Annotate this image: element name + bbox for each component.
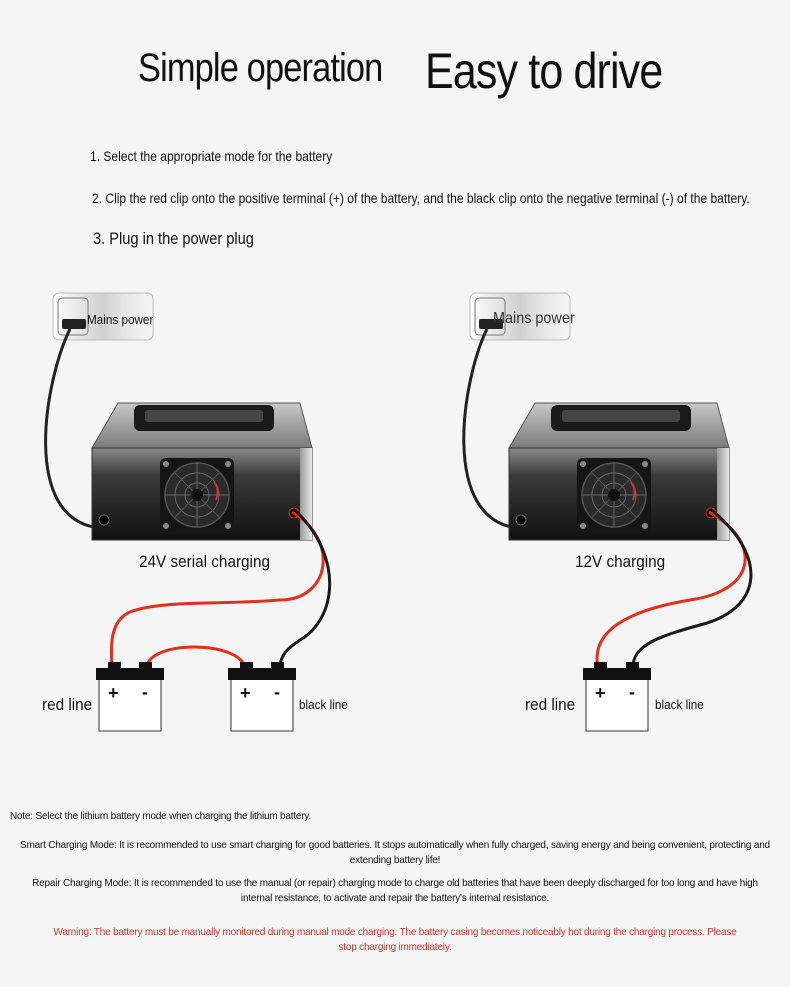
note-warning: Warning: The battery must be manually mo… bbox=[53, 926, 737, 953]
left-diagram bbox=[44, 292, 332, 732]
right-caption-12v: 12V charging bbox=[575, 552, 666, 571]
left-caption-24v: 24V serial charging bbox=[139, 552, 270, 571]
left-power-cord bbox=[44, 328, 101, 530]
left-red-line-label: red line bbox=[42, 695, 93, 714]
right-mains-power-label: Mains power bbox=[493, 310, 575, 327]
right-battery bbox=[583, 662, 651, 732]
note-lithium: Note: Select the lithium battery mode wh… bbox=[10, 810, 312, 822]
right-power-cord bbox=[462, 328, 519, 530]
left-black-line-label: black line bbox=[299, 697, 348, 712]
left-battery-2-plus: + bbox=[240, 683, 251, 703]
right-battery-plus: + bbox=[595, 683, 606, 703]
right-black-wire bbox=[631, 510, 753, 669]
left-series-link-wire bbox=[145, 645, 247, 669]
left-red-wire bbox=[109, 510, 325, 669]
right-diagram bbox=[462, 292, 753, 732]
left-fan-icon bbox=[160, 458, 234, 532]
charging-diagrams bbox=[44, 292, 753, 732]
right-red-line-label: red line bbox=[525, 695, 576, 714]
right-charger bbox=[508, 402, 730, 541]
left-battery-1-plus: + bbox=[108, 683, 119, 703]
left-black-wire bbox=[278, 510, 332, 669]
right-black-line-label: black line bbox=[655, 697, 704, 712]
note-repair-charging: Repair Charging Mode: It is recommended … bbox=[32, 877, 758, 904]
right-mains-socket bbox=[469, 292, 571, 341]
left-battery-2-minus: - bbox=[274, 682, 280, 702]
left-charger bbox=[91, 402, 313, 541]
left-battery-2 bbox=[228, 662, 296, 732]
left-mains-power-label: Mains power bbox=[87, 312, 154, 327]
title-easy-to-drive: Easy to drive bbox=[425, 43, 663, 99]
right-battery-minus: - bbox=[629, 682, 635, 702]
step-1: 1. Select the appropriate mode for the b… bbox=[90, 148, 333, 164]
step-3: 3. Plug in the power plug bbox=[93, 229, 254, 248]
step-2: 2. Clip the red clip onto the positive t… bbox=[92, 190, 750, 206]
left-mains-socket bbox=[52, 292, 154, 341]
right-fan-icon bbox=[577, 458, 651, 532]
left-battery-1 bbox=[96, 662, 164, 732]
left-battery-1-minus: - bbox=[142, 682, 148, 702]
note-smart-charging: Smart Charging Mode: It is recommended t… bbox=[20, 839, 770, 866]
title-simple-operation: Simple operation bbox=[138, 46, 383, 90]
